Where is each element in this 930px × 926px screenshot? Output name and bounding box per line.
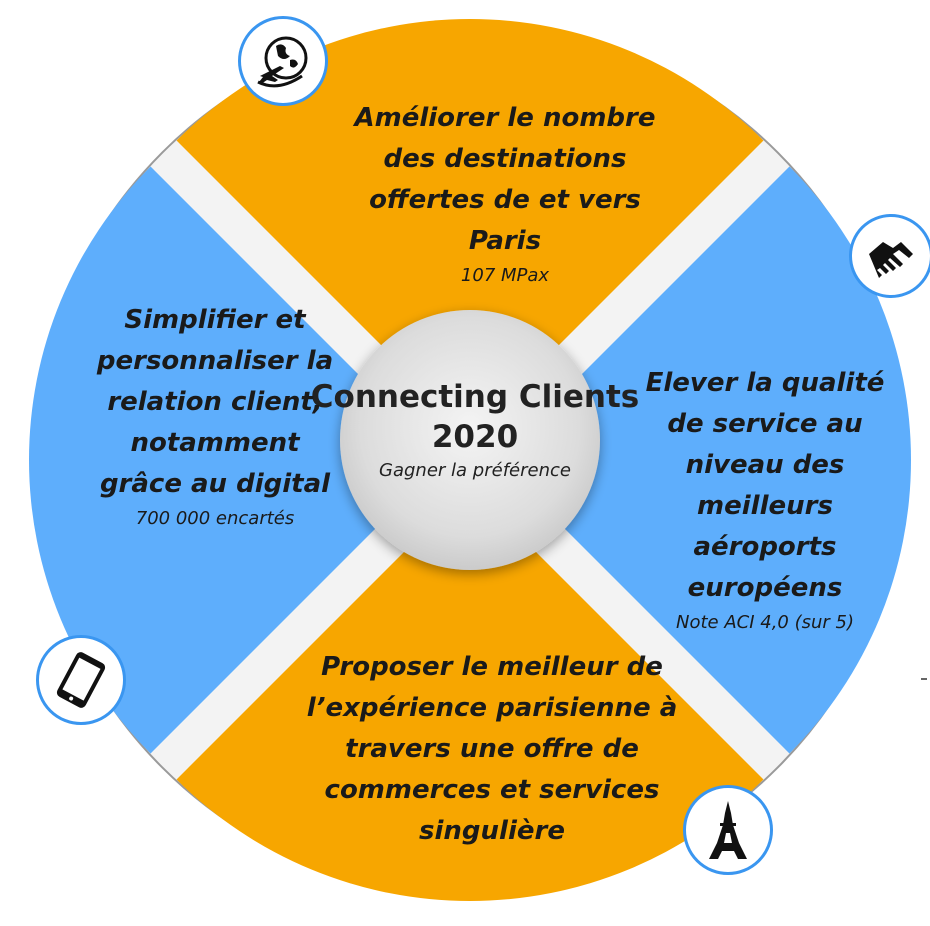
right-quadrant (496, 166, 912, 754)
bottom-quadrant-text: Proposer le meilleur de l’expérience par… (306, 652, 678, 846)
bottom-quadrant-label: Proposer le meilleur de l’expérience par… (292, 647, 692, 852)
edge-mark (921, 678, 927, 680)
globe-plane-icon (238, 16, 328, 106)
tablet-icon (36, 635, 126, 725)
right-quadrant-label: Elever la qualité de service au niveau d… (625, 363, 905, 637)
handshake-icon (849, 214, 930, 298)
top-quadrant-text: Améliorer le nombre des destinations off… (354, 103, 656, 256)
right-quadrant-text: Elever la qualité de service au niveau d… (645, 368, 885, 603)
top-quadrant-note: 107 MPax (460, 265, 550, 286)
left-quadrant-text: Simplifier et personnaliser la relation … (96, 305, 334, 499)
left-quadrant-label: Simplifier et personnaliser la relation … (95, 300, 335, 533)
top-quadrant-label: Améliorer le nombre des destinations off… (330, 98, 680, 290)
right-quadrant-note: Note ACI 4,0 (sur 5) (676, 612, 854, 633)
center-tagline: Gagner la préférence (379, 460, 571, 481)
left-quadrant-note: 700 000 encartés (135, 508, 295, 529)
top-quadrant (176, 19, 764, 435)
quadrants (29, 19, 912, 901)
center-title: Connecting Clients (310, 379, 640, 415)
bottom-quadrant (176, 486, 764, 901)
center-year: 2020 (431, 419, 519, 455)
left-quadrant (29, 166, 445, 754)
center-hub (340, 310, 600, 570)
center-label: Connecting Clients 2020 Gagner la préfér… (275, 377, 675, 485)
eiffel-tower-icon (683, 785, 773, 875)
